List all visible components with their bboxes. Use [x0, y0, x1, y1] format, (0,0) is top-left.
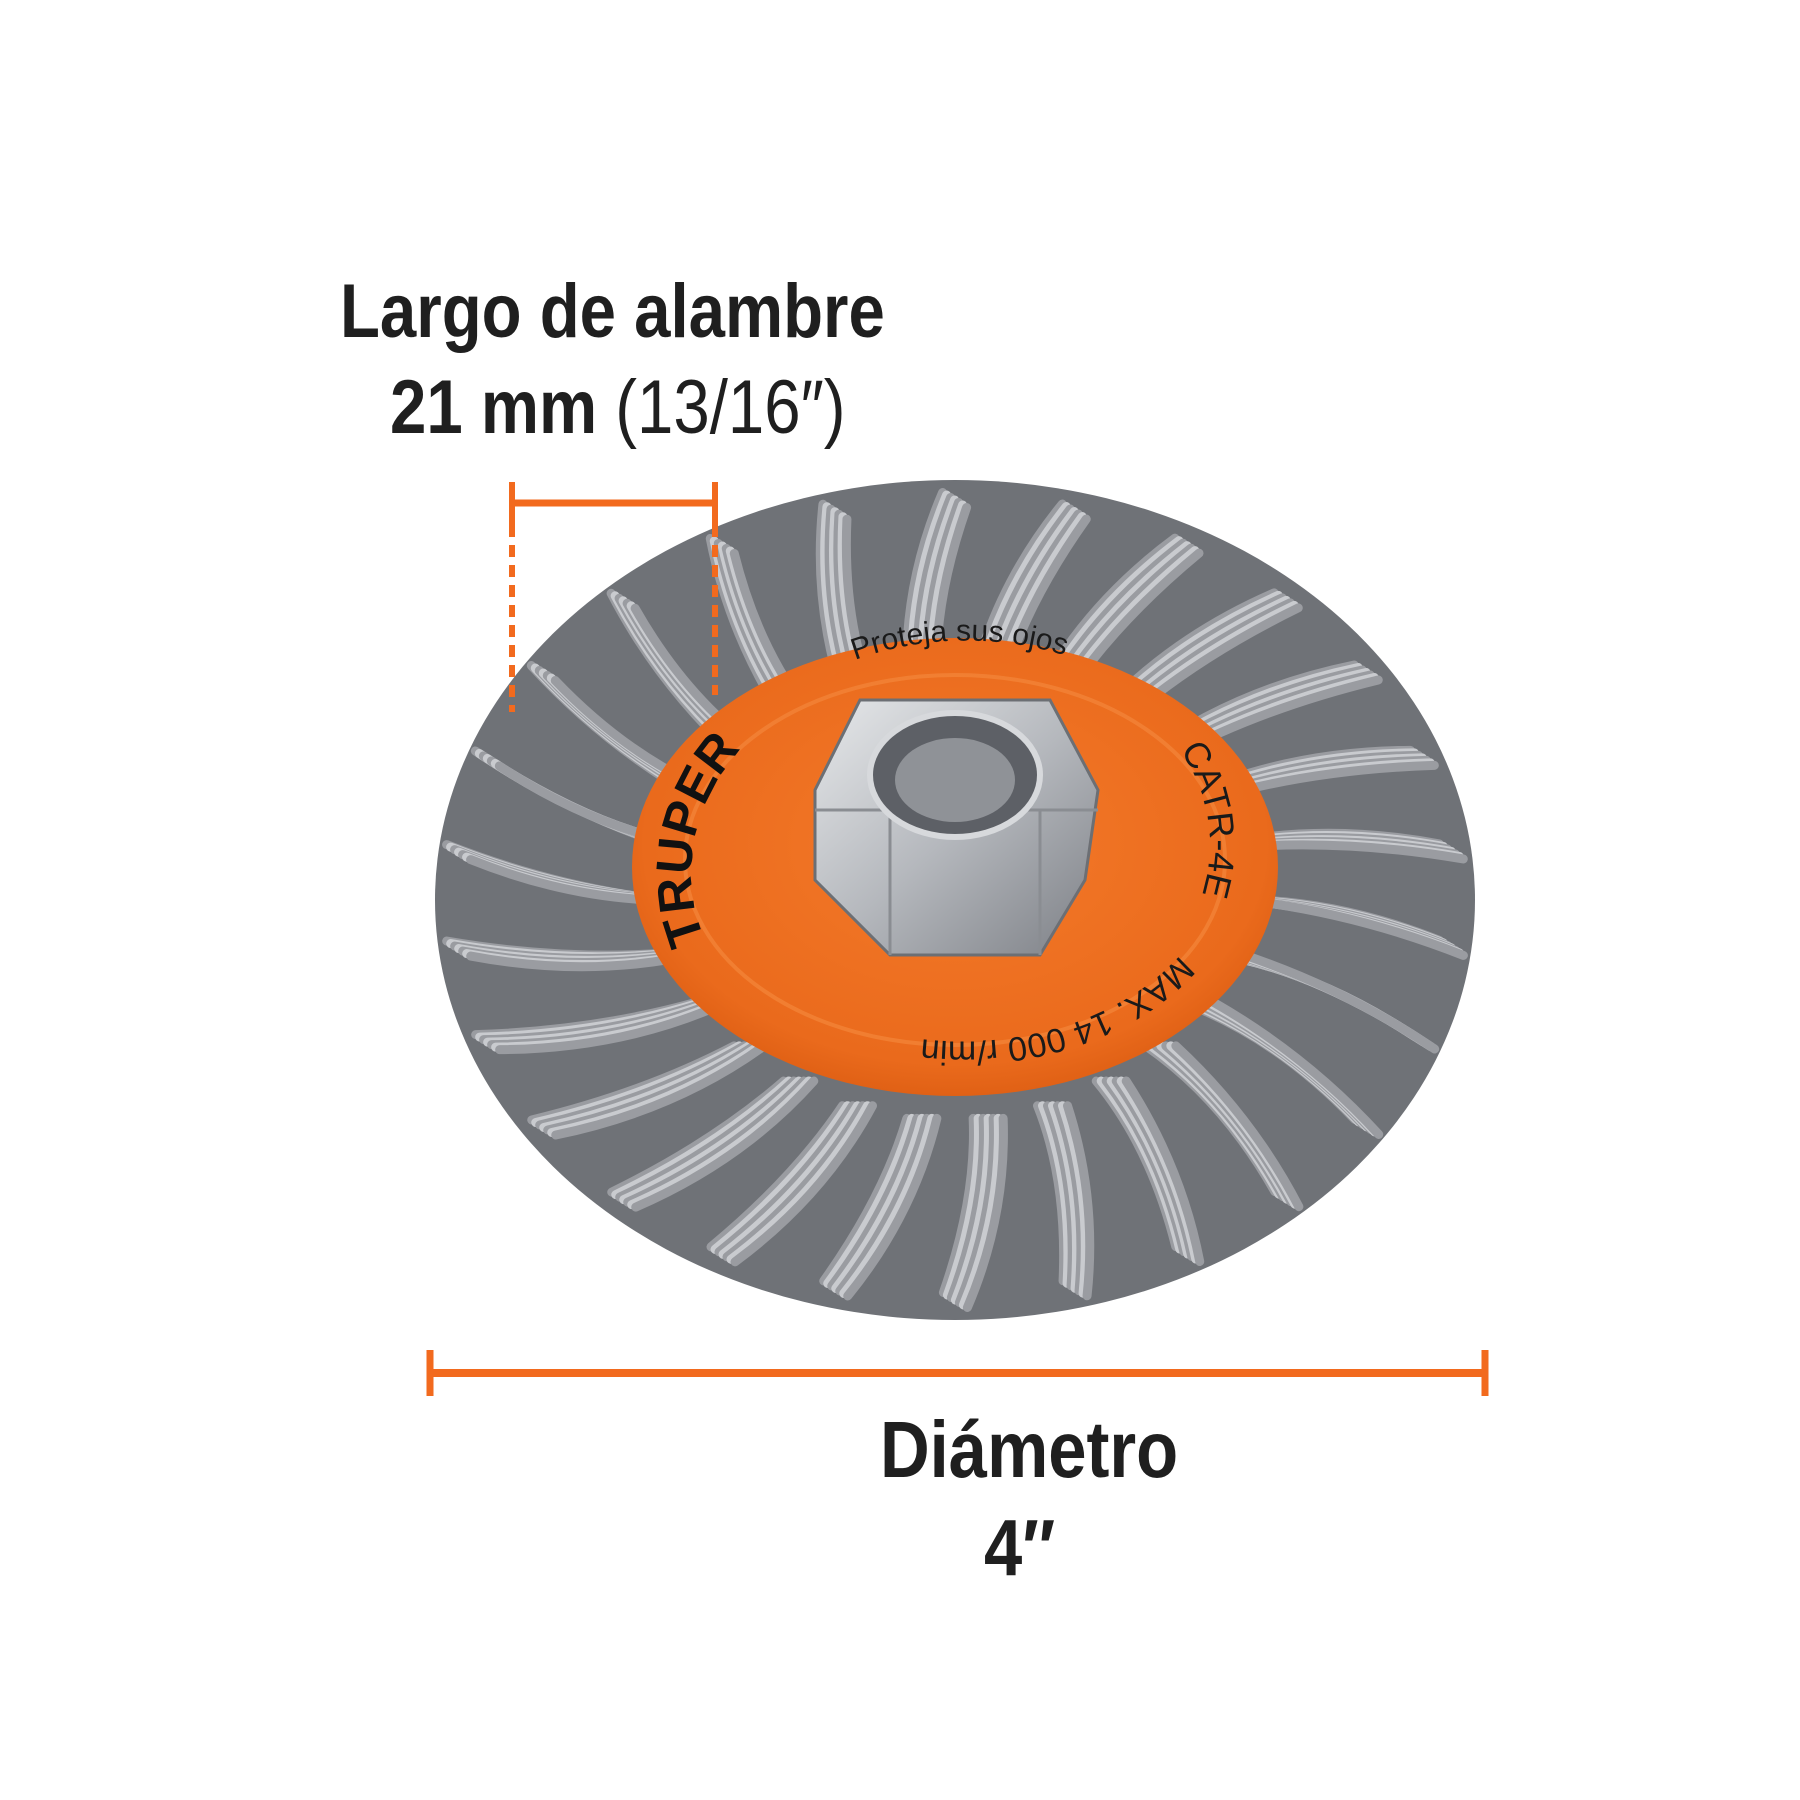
- wire-tuft: [1179, 997, 1384, 1139]
- diameter-value: 4″: [984, 1503, 1056, 1592]
- wire-length-imperial: (13/16″): [615, 365, 846, 450]
- wire-length-value: 21 mm: [390, 365, 598, 450]
- wire-tuft: [607, 1076, 819, 1212]
- wire-tuft: [706, 1101, 877, 1267]
- wire-tuft: [1141, 1041, 1304, 1212]
- hex-nut: [813, 698, 1100, 957]
- wire-tuft: [938, 1113, 1008, 1312]
- wire-length-dimension: [509, 482, 718, 712]
- diameter-title: Diámetro: [880, 1405, 1179, 1494]
- hub-rim: [683, 673, 1227, 1047]
- wire-tuft: [527, 1041, 769, 1140]
- wire-tuft: [1091, 1076, 1205, 1267]
- wire-tuft: [1033, 1101, 1095, 1301]
- wire-length-title: Largo de alambre: [340, 269, 885, 354]
- wire-length-value-line: 21 mm (13/16″): [390, 364, 846, 451]
- wire-tuft: [471, 997, 731, 1055]
- wire-tuft: [1210, 895, 1468, 960]
- wire-tuft: [819, 1113, 942, 1301]
- diameter-dimension: [426, 1350, 1489, 1396]
